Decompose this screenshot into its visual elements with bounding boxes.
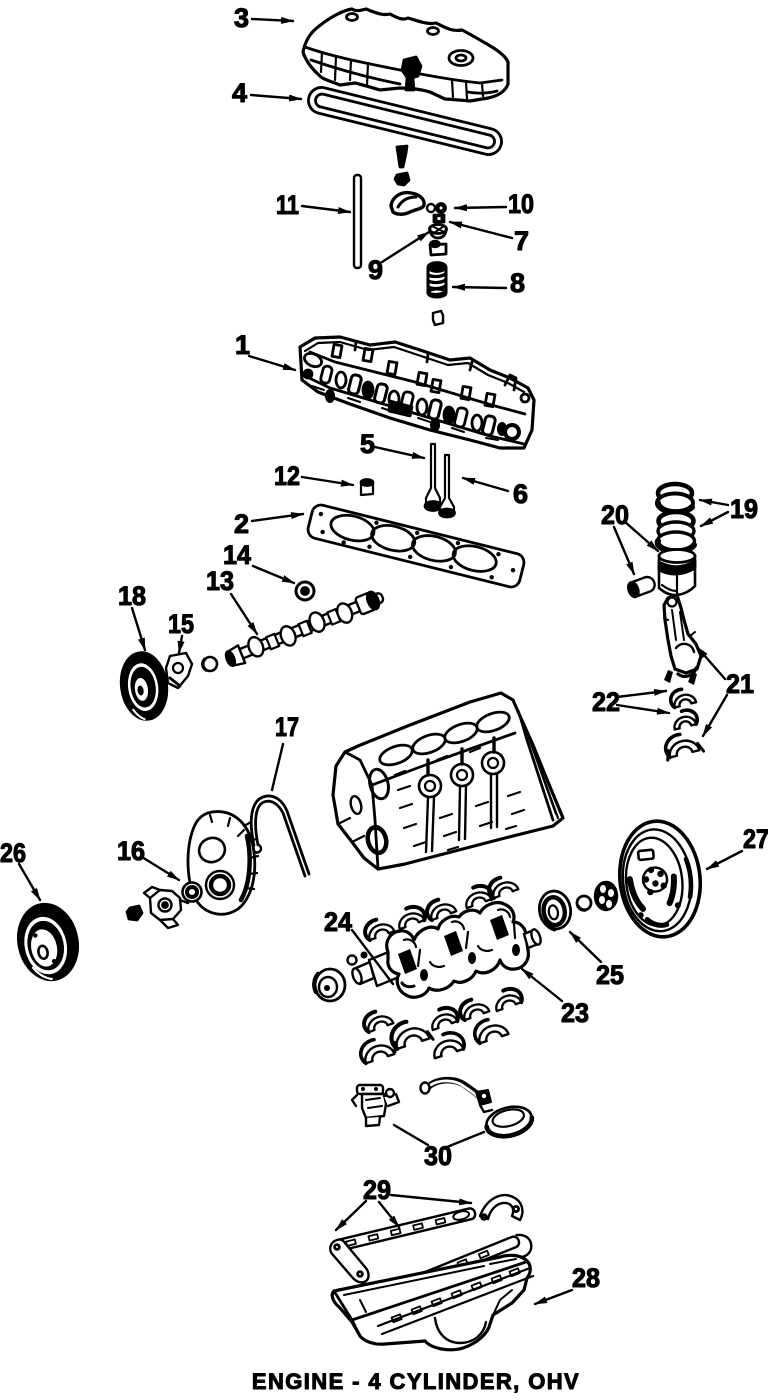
svg-text:20: 20 — [601, 500, 629, 530]
svg-text:13: 13 — [206, 566, 234, 596]
svg-text:24: 24 — [324, 907, 352, 937]
svg-text:29: 29 — [363, 1175, 391, 1205]
svg-text:27: 27 — [743, 824, 768, 854]
svg-text:6: 6 — [513, 479, 528, 509]
svg-text:28: 28 — [572, 1263, 600, 1293]
svg-text:14: 14 — [223, 540, 251, 570]
svg-text:3: 3 — [234, 3, 249, 33]
svg-text:5: 5 — [360, 429, 375, 459]
svg-text:22: 22 — [592, 687, 620, 717]
svg-text:17: 17 — [275, 712, 299, 742]
svg-text:23: 23 — [561, 998, 589, 1028]
svg-text:21: 21 — [726, 669, 754, 699]
svg-text:ENGINE - 4 CYLINDER, OHV: ENGINE - 4 CYLINDER, OHV — [252, 1369, 580, 1394]
svg-text:7: 7 — [514, 226, 529, 256]
svg-text:9: 9 — [368, 255, 383, 285]
svg-text:1: 1 — [235, 330, 250, 360]
svg-text:11: 11 — [276, 190, 299, 220]
svg-text:2: 2 — [234, 509, 249, 539]
svg-text:16: 16 — [117, 836, 145, 866]
svg-text:4: 4 — [232, 78, 247, 108]
svg-text:15: 15 — [168, 609, 194, 639]
svg-text:12: 12 — [274, 461, 300, 491]
svg-text:26: 26 — [0, 838, 26, 868]
svg-text:25: 25 — [596, 960, 624, 990]
svg-text:10: 10 — [508, 189, 534, 219]
svg-text:8: 8 — [510, 268, 525, 298]
svg-text:19: 19 — [730, 494, 758, 524]
svg-text:18: 18 — [118, 581, 146, 611]
